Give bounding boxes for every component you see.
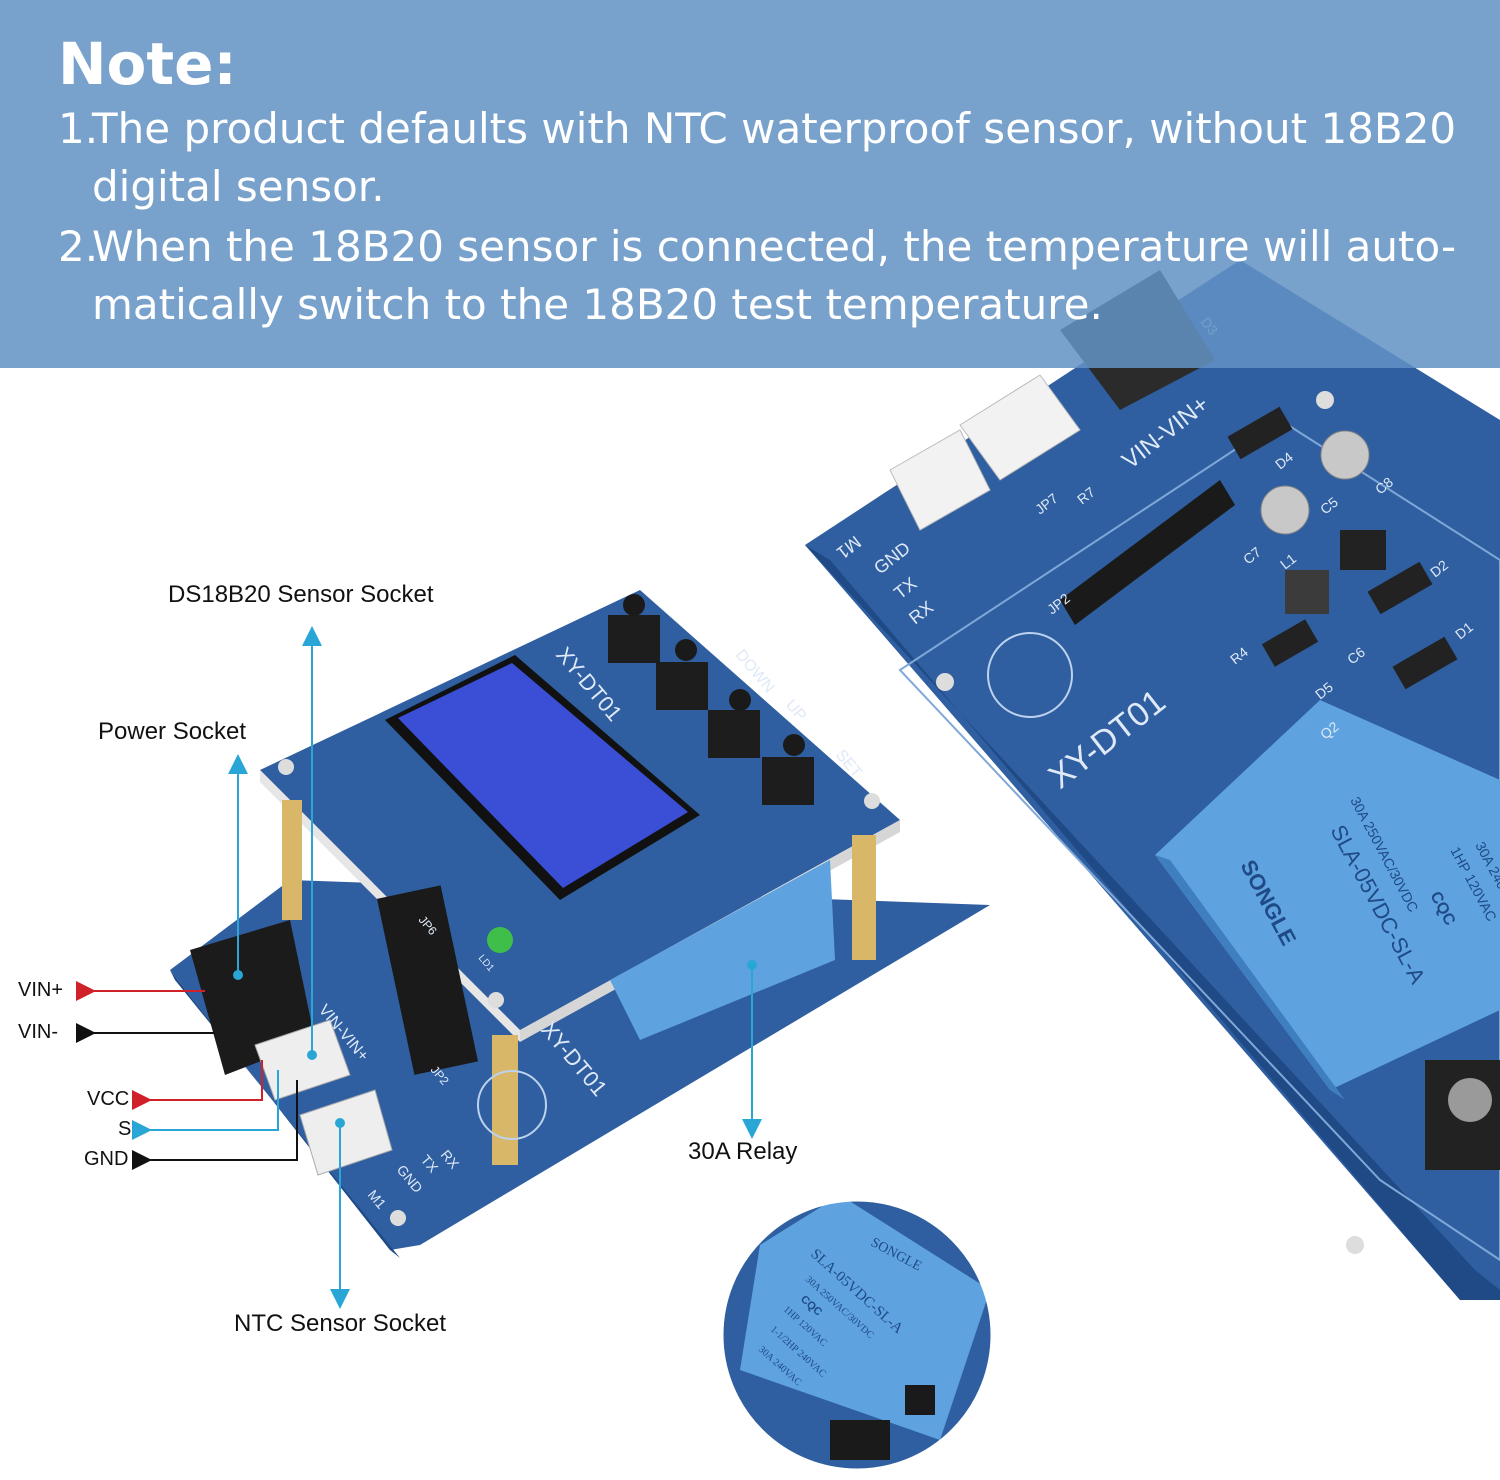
- gnd-label: GND: [84, 1148, 129, 1170]
- relay-label: 30A Relay: [688, 1138, 798, 1165]
- main-board-large: [805, 260, 1500, 1300]
- note-banner: [0, 0, 1500, 368]
- ds18b20-socket-label: DS18B20 Sensor Socket: [168, 581, 434, 608]
- note-item-2-number: 2.: [58, 222, 99, 271]
- note-item-2-text: When the 18B20 sensor is connected, the …: [92, 222, 1457, 329]
- note-item-1: 1. The product defaults with NTC waterpr…: [58, 100, 1478, 216]
- power-socket-label: Power Socket: [98, 718, 247, 745]
- lcd-screen: [398, 663, 688, 888]
- note-item-1-text: The product defaults with NTC waterproof…: [92, 104, 1457, 211]
- s-label: S: [118, 1118, 132, 1140]
- note-title: Note:: [58, 30, 237, 98]
- note-item-2: 2. When the 18B20 sensor is connected, t…: [58, 218, 1478, 334]
- vcc-arrow: [132, 1060, 263, 1110]
- note-item-1-number: 1.: [58, 104, 99, 153]
- s-arrow: [132, 1070, 279, 1140]
- vin-plus-label: VIN+: [18, 979, 64, 1001]
- main-board-small: [170, 590, 990, 1258]
- relay-large: [1155, 700, 1500, 1090]
- ntc-socket-label: NTC Sensor Socket: [234, 1310, 447, 1337]
- vin-minus-label: VIN-: [18, 1021, 58, 1043]
- relay-zoom-circle: [720, 1198, 994, 1472]
- vcc-label: VCC: [87, 1088, 130, 1110]
- gnd-arrow: [132, 1080, 298, 1170]
